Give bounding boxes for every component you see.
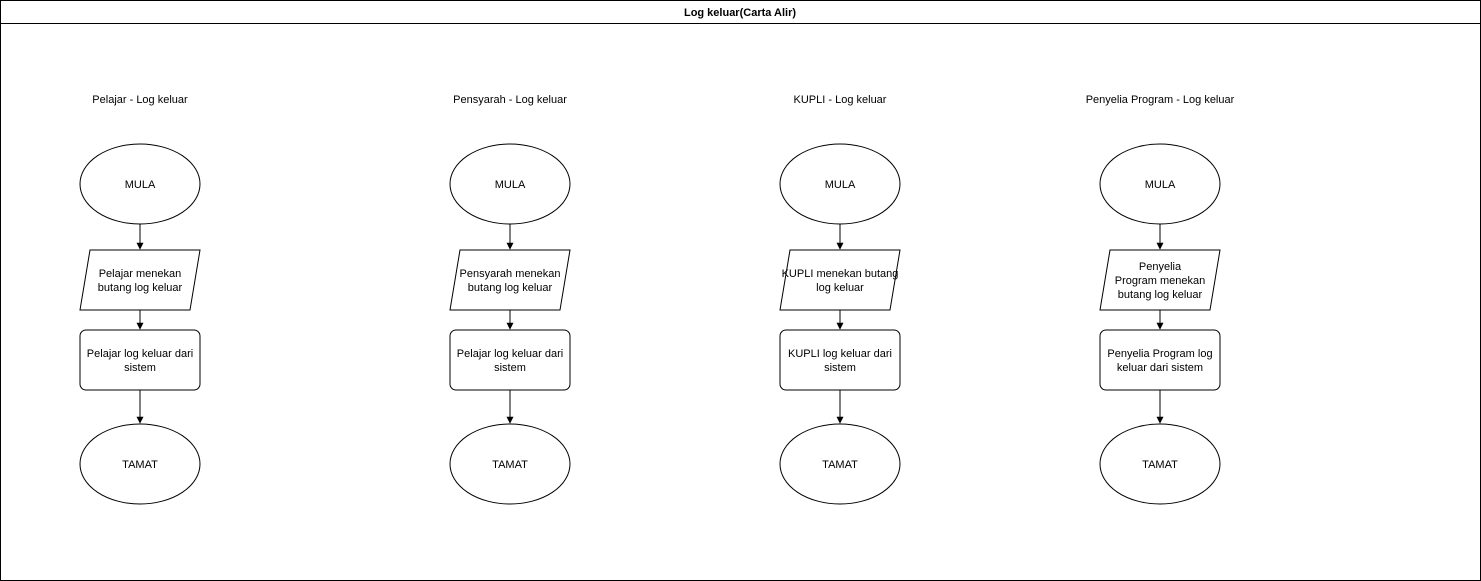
process-box (449, 329, 571, 391)
start-label: MULA (1145, 179, 1176, 191)
input-label: KUPLI menekan butang (782, 268, 899, 280)
process-label: sistem (824, 362, 856, 374)
input-label: Program menekan (1115, 275, 1206, 287)
process-label: Pelajar log keluar dari (457, 348, 563, 360)
column-heading: Penyelia Program - Log keluar (1086, 94, 1235, 106)
input-parallelogram (449, 249, 571, 311)
process-box (79, 329, 201, 391)
end-terminator (449, 423, 571, 505)
start-label: MULA (125, 179, 156, 191)
end-label: TAMAT (122, 459, 158, 471)
process-label: KUPLI log keluar dari (788, 348, 892, 360)
column-heading: Pelajar - Log keluar (92, 94, 188, 106)
input-label: butang log keluar (1118, 289, 1203, 301)
input-label: Pelajar menekan (99, 268, 182, 280)
end-terminator (1099, 423, 1221, 505)
input-label: Penyelia (1139, 261, 1182, 273)
end-terminator (79, 423, 201, 505)
input-label: butang log keluar (468, 282, 553, 294)
process-label: keluar dari sistem (1117, 362, 1203, 374)
end-label: TAMAT (492, 459, 528, 471)
process-label: sistem (494, 362, 526, 374)
input-parallelogram (79, 249, 201, 311)
process-box (779, 329, 901, 391)
input-parallelogram (1099, 249, 1221, 311)
end-terminator (779, 423, 901, 505)
process-label: Pelajar log keluar dari (87, 348, 193, 360)
input-label: Pensyarah menekan (460, 268, 561, 280)
input-label: log keluar (816, 282, 864, 294)
end-label: TAMAT (1142, 459, 1178, 471)
diagram-title: Log keluar(Carta Alir) (684, 7, 796, 19)
process-box (1099, 329, 1221, 391)
column-heading: Pensyarah - Log keluar (453, 94, 567, 106)
start-label: MULA (825, 179, 856, 191)
start-label: MULA (495, 179, 526, 191)
input-label: butang log keluar (98, 282, 183, 294)
input-parallelogram (779, 249, 901, 311)
end-label: TAMAT (822, 459, 858, 471)
process-label: sistem (124, 362, 156, 374)
column-heading: KUPLI - Log keluar (794, 94, 887, 106)
process-label: Penyelia Program log (1107, 348, 1212, 360)
